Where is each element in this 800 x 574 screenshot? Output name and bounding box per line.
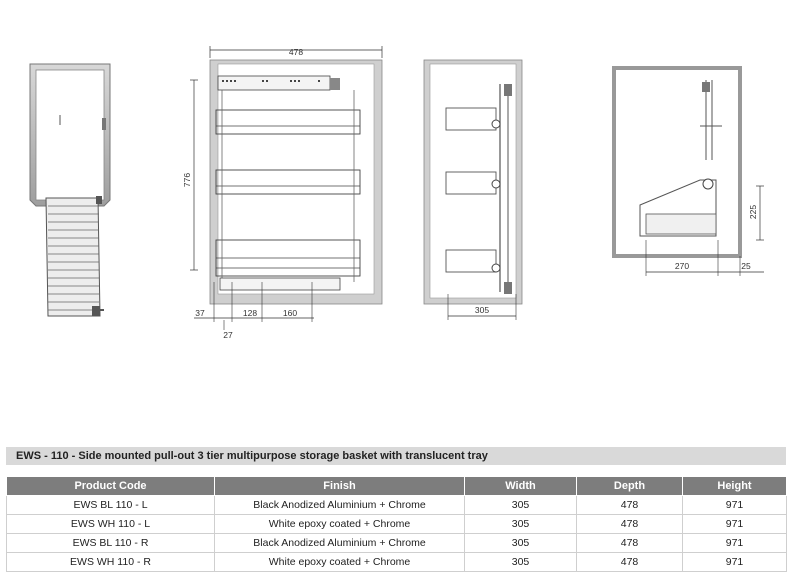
dim-27-label: 27 [223, 330, 233, 340]
dim-270-label: 270 [675, 261, 689, 271]
dim-25-label: 25 [741, 261, 751, 271]
spec-title: EWS - 110 - Side mounted pull-out 3 tier… [6, 447, 786, 465]
perspective-view [29, 63, 111, 317]
header-height: Height [682, 476, 787, 496]
depth-cell: 478 [576, 533, 683, 553]
height-cell: 971 [682, 533, 787, 553]
width-cell: 305 [464, 533, 577, 553]
table-row: EWS WH 110 - R White epoxy coated + Chro… [6, 552, 787, 572]
product-code-cell: EWS WH 110 - L [6, 514, 215, 534]
finish-cell: White epoxy coated + Chrome [214, 514, 465, 534]
product-code-cell: EWS BL 110 - R [6, 533, 215, 553]
dim-height-label: 776 [182, 173, 192, 187]
product-code-cell: EWS BL 110 - L [6, 495, 215, 515]
finish-cell: Black Anodized Aluminium + Chrome [214, 533, 465, 553]
technical-drawings: 478 776 37 128 160 27 305 [29, 46, 764, 340]
table-row: EWS BL 110 - R Black Anodized Aluminium … [6, 533, 787, 553]
header-depth: Depth [576, 476, 683, 496]
finish-cell: White epoxy coated + Chrome [214, 552, 465, 572]
dim-width-label: 478 [289, 47, 303, 57]
header-product-code: Product Code [6, 476, 215, 496]
depth-cell: 478 [576, 552, 683, 572]
finish-cell: Black Anodized Aluminium + Chrome [214, 495, 465, 515]
dim-depth-label: 305 [475, 305, 489, 315]
dim-160-label: 160 [283, 308, 297, 318]
side-view: 305 [423, 59, 523, 320]
front-view: 478 776 37 128 160 27 [182, 46, 383, 340]
table-row: EWS BL 110 - L Black Anodized Aluminium … [6, 495, 787, 515]
spec-header-row: Product Code Finish Width Depth Height [6, 476, 787, 496]
dim-225-label: 225 [748, 205, 758, 219]
header-finish: Finish [214, 476, 465, 496]
side-section-view: 225 270 25 [612, 66, 764, 276]
width-cell: 305 [464, 514, 577, 534]
height-cell: 971 [682, 552, 787, 572]
table-row: EWS WH 110 - L White epoxy coated + Chro… [6, 514, 787, 534]
spec-table: Product Code Finish Width Depth Height E… [6, 476, 787, 572]
depth-cell: 478 [576, 514, 683, 534]
header-width: Width [464, 476, 577, 496]
dim-128-label: 128 [243, 308, 257, 318]
height-cell: 971 [682, 514, 787, 534]
height-cell: 971 [682, 495, 787, 515]
width-cell: 305 [464, 495, 577, 515]
dim-37-label: 37 [195, 308, 205, 318]
width-cell: 305 [464, 552, 577, 572]
product-code-cell: EWS WH 110 - R [6, 552, 215, 572]
depth-cell: 478 [576, 495, 683, 515]
